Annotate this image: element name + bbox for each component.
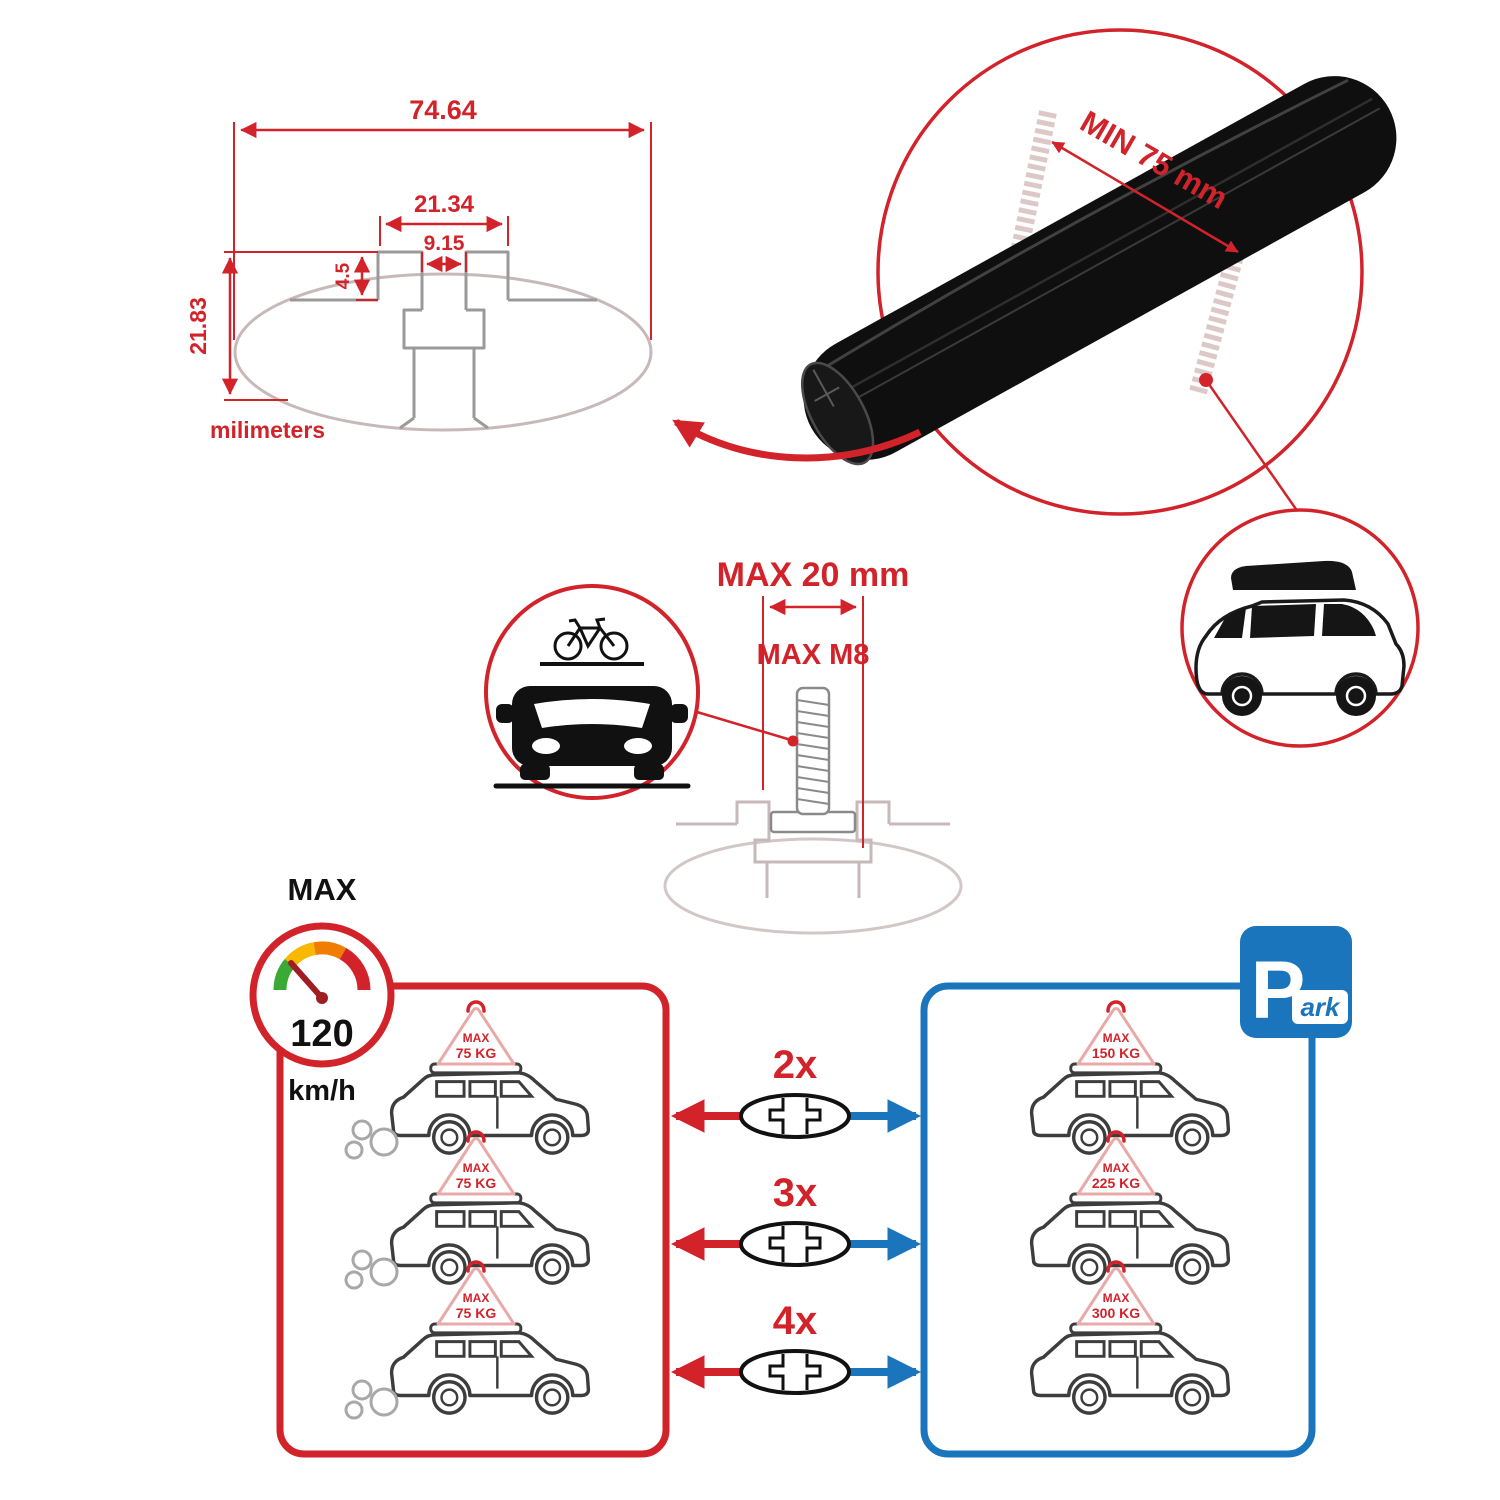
suv-wheel (1222, 676, 1262, 716)
bolt-max-width-label: MAX 20 mm (717, 556, 910, 594)
load-value-label: 225 KG (1092, 1175, 1140, 1191)
bar-profile-icon (739, 1349, 851, 1395)
park-sign-p: P (1251, 945, 1306, 1036)
roof-load-badge-parked-2: MAX 225 KG (1076, 1130, 1156, 1196)
roof-load-badge-driving-3: MAX 75 KG (436, 1260, 516, 1326)
suv-windows (1214, 604, 1376, 638)
count-label: 4x (773, 1299, 818, 1343)
load-value-label: 300 KG (1092, 1305, 1140, 1321)
dim-label-channel-width: 21.34 (414, 191, 475, 218)
cross-section-dimension-diagram: 74.64 21.34 9.15 4.5 21.83 milimeters (185, 95, 653, 443)
speed-max-label: MAX (288, 872, 357, 907)
load-max-label: MAX (1103, 1291, 1130, 1305)
bolt-callout-dot (787, 735, 799, 747)
bar-profile-icon (739, 1093, 851, 1139)
park-sign-ark: ark (1300, 992, 1341, 1022)
load-value-label: 75 KG (456, 1045, 497, 1061)
speed-unit: km/h (288, 1075, 356, 1107)
dim-label-total-height: 21.83 (185, 297, 211, 355)
dimension-extension-lines (224, 122, 652, 401)
crossbar-count-row-4x: 4x (670, 1299, 922, 1395)
callout-line (1204, 379, 1300, 513)
dim-label-slot-width: 9.15 (424, 232, 465, 255)
bar-oval-ghost (663, 837, 963, 935)
load-value-label: 75 KG (456, 1175, 497, 1191)
dim-unit-label: milimeters (210, 417, 325, 443)
roof-load-badge-driving-1: MAX 75 KG (436, 1000, 516, 1066)
load-value-label: 150 KG (1092, 1045, 1140, 1061)
bike-car-callout (484, 584, 700, 800)
bolt-thread (795, 686, 831, 816)
crossbar-count-row-2x: 2x (670, 1043, 922, 1139)
bar-profile-icon (739, 1221, 851, 1267)
bolt-max-thread-label: MAX M8 (757, 639, 870, 671)
roof-load-badge-driving-2: MAX 75 KG (436, 1130, 516, 1196)
load-max-label: MAX (1103, 1031, 1130, 1045)
car-front-icon (493, 686, 691, 789)
park-sign: P ark (1240, 926, 1352, 1038)
roof-box-icon (1231, 560, 1356, 590)
load-max-label: MAX (1103, 1161, 1130, 1175)
dim-label-lip-height: 4.5 (333, 262, 354, 289)
suv-wheel (1336, 676, 1376, 716)
t-slot-ghost (676, 800, 950, 898)
t-slot-profile (290, 250, 597, 430)
clamp-rods (1009, 110, 1257, 395)
count-label: 2x (773, 1043, 818, 1087)
gauge-needle (288, 960, 325, 1001)
count-label: 3x (773, 1171, 818, 1215)
speed-value: 120 (290, 1013, 353, 1055)
bolt-spec: MAX 20 mm MAX M8 (663, 556, 963, 935)
roof-load-badge-parked-3: MAX 300 KG (1076, 1260, 1156, 1326)
min-length-arrow (1051, 140, 1239, 254)
bolt-callout-line (696, 710, 792, 742)
bar-oval-outline (233, 272, 653, 432)
speed-limit-badge: MAX 120 km/h (249, 872, 395, 1107)
bolt-extension-lines (762, 596, 864, 848)
cross-section-pointer-arrow (672, 419, 922, 462)
crossbar-closeup: MIN 75 mm (672, 28, 1397, 516)
bar-end-cap (800, 361, 875, 466)
bicycle-icon (553, 617, 629, 661)
roofbox-car-callout (1180, 508, 1420, 748)
load-max-label: MAX (463, 1291, 490, 1305)
load-max-label: MAX (463, 1161, 490, 1175)
roof-load-badge-parked-1: MAX 150 KG (1076, 1000, 1156, 1066)
dim-label-total-width: 74.64 (409, 95, 477, 125)
crossbar-count-row-3x: 3x (670, 1171, 922, 1267)
load-value-label: 75 KG (456, 1305, 497, 1321)
load-max-label: MAX (463, 1031, 490, 1045)
